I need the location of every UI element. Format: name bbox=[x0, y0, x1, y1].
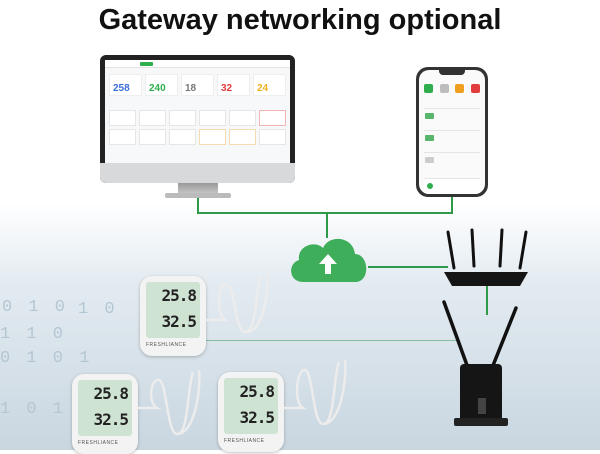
stat-card: 32 bbox=[217, 74, 250, 96]
home-tab-icon bbox=[427, 183, 433, 189]
probe-temperature-reading: 32.5 bbox=[161, 312, 197, 331]
binary-text: 1 1 0 bbox=[0, 325, 67, 344]
binary-text: 0 1 0 1 bbox=[0, 349, 93, 368]
device-list-item bbox=[424, 108, 480, 126]
stat-card: 18 bbox=[181, 74, 214, 96]
device-card bbox=[139, 110, 166, 126]
thermometer: 25.8 32.5 FRESHLIANCE bbox=[140, 276, 206, 356]
warning-icon bbox=[455, 84, 465, 93]
device-card bbox=[169, 110, 196, 126]
dashboard-navbar bbox=[105, 60, 290, 68]
gateway-icon bbox=[425, 135, 434, 141]
brand-label: FRESHLIANCE bbox=[78, 440, 119, 446]
device-card bbox=[109, 110, 136, 126]
brand-label: FRESHLIANCE bbox=[224, 438, 265, 444]
stat-card: 240 bbox=[145, 74, 178, 96]
connection-line bbox=[326, 212, 328, 238]
stat-warning: 24 bbox=[257, 83, 269, 94]
binary-text: 1 0 1 bbox=[0, 400, 67, 419]
app-screen bbox=[419, 70, 485, 194]
monitor-base bbox=[165, 193, 231, 198]
lcd-display: 25.8 32.5 bbox=[224, 378, 278, 434]
connection-line bbox=[368, 266, 448, 268]
connection-line bbox=[197, 196, 199, 214]
alarm-icon bbox=[470, 84, 480, 93]
device-card bbox=[109, 129, 136, 145]
device-grid bbox=[105, 96, 290, 145]
device-card bbox=[259, 110, 286, 126]
stat-total: 258 bbox=[113, 83, 130, 94]
gateway-icon bbox=[425, 113, 434, 119]
monitor-stand bbox=[178, 183, 218, 195]
probe-temperature-reading: 32.5 bbox=[93, 410, 129, 429]
probe-temperature-reading: 32.5 bbox=[239, 408, 275, 427]
connection-line bbox=[486, 285, 488, 315]
device-card bbox=[229, 110, 256, 126]
sensor-unit: 25.8 32.5 FRESHLIANCE bbox=[218, 372, 284, 452]
stat-offline: 18 bbox=[185, 83, 197, 94]
cloud-upload-icon bbox=[291, 238, 367, 282]
app-status-icons bbox=[424, 84, 480, 93]
probe-cable bbox=[283, 359, 347, 426]
temperature-reading: 25.8 bbox=[239, 382, 275, 401]
device-card bbox=[169, 129, 196, 145]
temperature-reading: 25.8 bbox=[93, 384, 129, 403]
device-card bbox=[229, 129, 256, 145]
device-list-item bbox=[424, 152, 480, 170]
probe-cable bbox=[137, 369, 201, 436]
binary-text: 0 1 0 bbox=[2, 298, 69, 317]
online-icon bbox=[424, 84, 433, 93]
lcd-display: 25.8 32.5 bbox=[78, 380, 132, 436]
sensor-unit: 25.8 32.5 FRESHLIANCE bbox=[140, 276, 206, 356]
wifi-router bbox=[444, 228, 528, 286]
connection-line bbox=[197, 212, 453, 214]
gateway-icon bbox=[425, 157, 434, 163]
device-card bbox=[199, 129, 226, 145]
dashboard-screen: 258 240 18 32 24 bbox=[105, 60, 290, 163]
sensor-unit: 25.8 32.5 FRESHLIANCE bbox=[72, 374, 138, 454]
device-card bbox=[139, 129, 166, 145]
gateway-device bbox=[442, 300, 518, 426]
bottom-tab-bar bbox=[424, 178, 480, 194]
device-card bbox=[199, 110, 226, 126]
stat-alarm: 32 bbox=[221, 83, 233, 94]
lcd-display: 25.8 32.5 bbox=[146, 282, 200, 338]
binary-text: 1 0 bbox=[78, 300, 118, 319]
nav-active-tab bbox=[140, 62, 153, 66]
connection-line bbox=[451, 197, 453, 213]
desktop-monitor: 258 240 18 32 24 bbox=[100, 55, 295, 183]
temperature-reading: 25.8 bbox=[161, 286, 197, 305]
probe-cable bbox=[205, 273, 269, 334]
thermometer: 25.8 32.5 FRESHLIANCE bbox=[218, 372, 284, 452]
thermometer: 25.8 32.5 FRESHLIANCE bbox=[72, 374, 138, 454]
monitor-chin bbox=[100, 163, 295, 183]
connection-line bbox=[205, 340, 460, 341]
stat-card: 24 bbox=[253, 74, 286, 96]
device-card bbox=[259, 129, 286, 145]
stat-card: 258 bbox=[109, 74, 142, 96]
offline-icon bbox=[439, 84, 449, 93]
page-title: Gateway networking optional bbox=[98, 4, 502, 36]
stat-online: 240 bbox=[149, 83, 166, 94]
smartphone bbox=[416, 67, 488, 197]
brand-label: FRESHLIANCE bbox=[146, 342, 187, 348]
phone-notch bbox=[439, 70, 465, 75]
device-list-item bbox=[424, 130, 480, 148]
